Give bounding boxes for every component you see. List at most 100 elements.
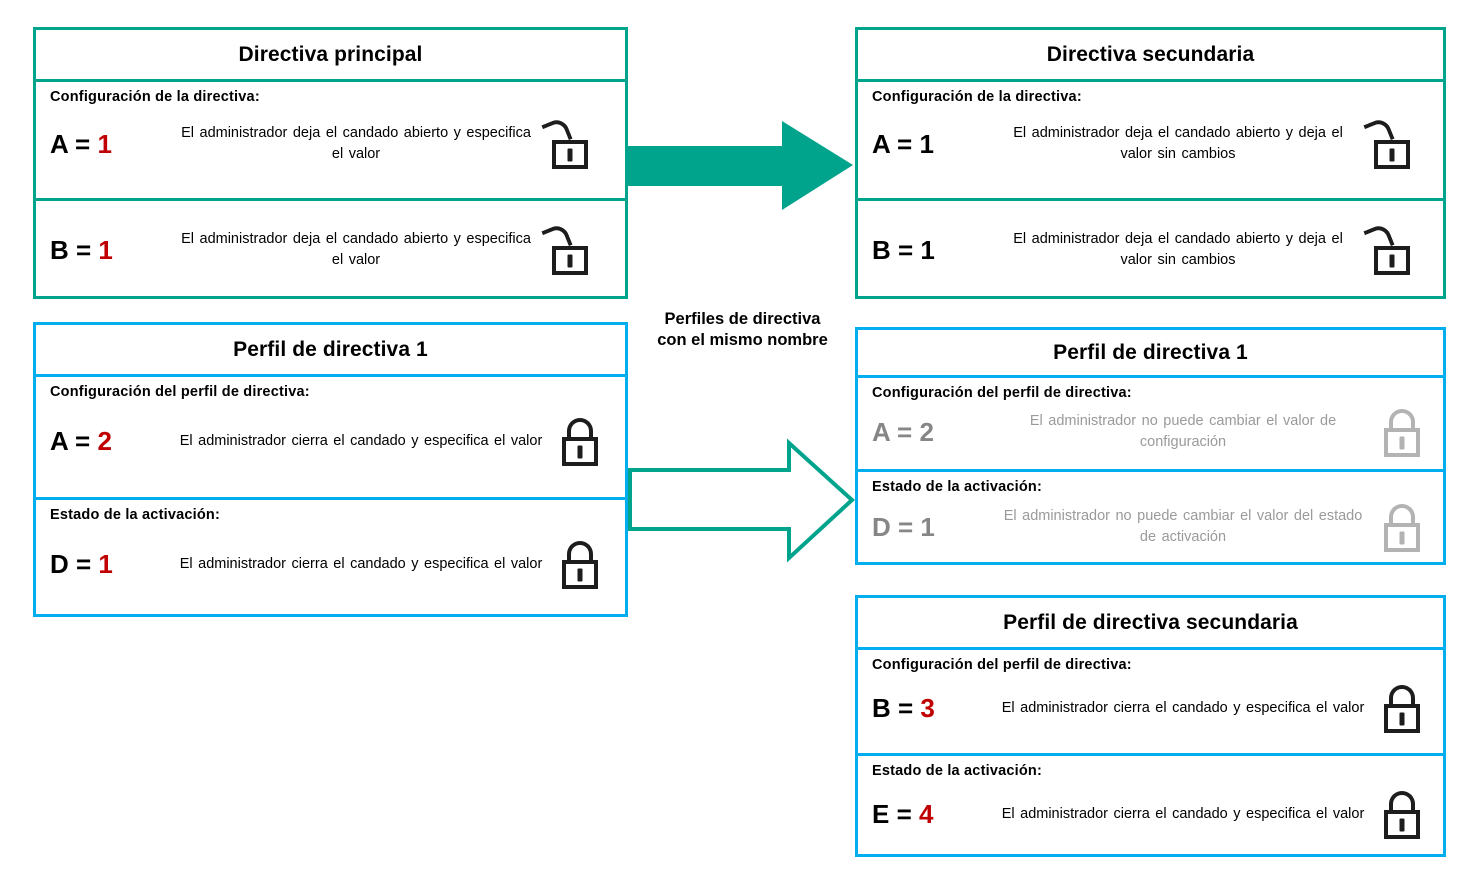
setting-description: El administrador deja el candado abierto… [1013,231,1343,268]
setting-description: El administrador deja el candado abierto… [181,231,531,268]
setting-value: 4 [918,798,934,829]
setting-key-value: B = 1 [872,235,992,266]
setting-row: A = 2 El administrador cierra el candado… [50,402,615,480]
closed-lock-icon [1380,407,1424,457]
setting-key: E = [872,798,919,829]
setting-key-value: A = 2 [872,417,992,448]
section-label: Configuración del perfil de directiva: [50,384,310,400]
section-label: Estado de la activación: [50,507,220,523]
lock-slot [1374,407,1430,457]
setting-key: B = [872,692,921,723]
lock-slot [541,116,598,169]
setting-key-value: B = 3 [872,693,992,724]
lock-slot [1374,789,1430,839]
setting-value: 2 [97,425,112,456]
section-label: Configuración del perfil de directiva: [872,385,1132,401]
setting-key-value: B = 1 [50,235,170,266]
section-profile-config: Configuración del perfil de directiva: A… [36,377,625,497]
setting-value: 1 [919,128,934,159]
setting-value: 3 [920,692,935,723]
setting-row: A = 1 El administrador deja el candado a… [872,107,1433,181]
section-primary-policy-config: Configuración de la directiva: A = 1 El … [36,82,625,198]
section-profile-config-readonly: Configuración del perfil de directiva: A… [858,378,1443,469]
setting-value: 1 [97,128,112,159]
section-secondary-profile-activation: Estado de la activación: E = 4 El admini… [858,753,1443,854]
open-lock-icon [1363,222,1414,275]
section-label: Configuración de la directiva: [872,89,1082,105]
setting-key-value: D = 1 [50,549,170,580]
middle-caption: Perfiles de directiva con el mismo nombr… [657,310,828,350]
setting-row: B = 1 El administrador deja el candado a… [50,208,615,292]
section-primary-policy-b: B = 1 El administrador deja el candado a… [36,198,625,296]
setting-description: El administrador cierra el candado y esp… [1001,805,1365,822]
section-secondary-policy-config: Configuración de la directiva: A = 1 El … [858,82,1443,198]
setting-description: El administrador cierra el candado y esp… [179,555,543,572]
section-profile-activation-readonly: Estado de la activación: D = 1 El admini… [858,469,1443,562]
setting-key: A = [50,128,98,159]
setting-key-value: E = 4 [872,799,992,830]
lock-slot [552,416,608,466]
card-title-secondary-policy-profile: Perfil de directiva secundaria [858,598,1443,650]
setting-row: A = 2 El administrador no puede cambiar … [872,403,1433,461]
lock-slot [1374,502,1430,552]
open-lock-icon [541,116,592,169]
card-title-secondary-policy: Directiva secundaria [858,30,1443,82]
setting-key-value: D = 1 [872,512,992,543]
closed-lock-icon [1380,683,1424,733]
section-label: Configuración del perfil de directiva: [872,657,1132,673]
closed-lock-icon [1380,502,1424,552]
setting-key: A = [50,425,98,456]
card-policy-profile-1-left: Perfil de directiva 1 Configuración del … [33,322,628,617]
setting-key-value: A = 2 [50,426,170,457]
setting-key-value: A = 1 [872,129,992,160]
setting-key: D = [872,511,921,542]
lock-slot [1374,683,1430,733]
closed-lock-icon [1380,789,1424,839]
card-title-policy-profile-1-right: Perfil de directiva 1 [858,330,1443,378]
section-label: Configuración de la directiva: [50,89,260,105]
setting-key: A = [872,416,920,447]
lock-slot [1363,116,1420,169]
open-lock-icon [1363,116,1414,169]
closed-lock-icon [558,539,602,589]
lock-slot [1363,222,1420,275]
lock-slot [552,539,608,589]
setting-description: El administrador deja el candado abierto… [1013,125,1343,162]
section-secondary-profile-config: Configuración del perfil de directiva: B… [858,650,1443,753]
setting-description: El administrador no puede cambiar el val… [1003,508,1363,545]
section-profile-activation: Estado de la activación: D = 1 El admini… [36,497,625,614]
setting-key-value: A = 1 [50,129,170,160]
setting-value: 2 [919,416,934,447]
card-title-primary-policy: Directiva principal [36,30,625,82]
setting-description: El administrador cierra el candado y esp… [179,432,543,449]
setting-row: B = 1 El administrador deja el candado a… [872,208,1433,292]
setting-row: D = 1 El administrador no puede cambiar … [872,497,1433,557]
setting-value: 1 [98,548,113,579]
setting-key: A = [872,128,920,159]
hollow-arrow-profile-to-profile [628,438,855,563]
lock-slot [541,222,598,275]
setting-description: El administrador no puede cambiar el val… [1029,413,1337,450]
setting-value: 1 [920,234,935,265]
setting-row: B = 3 El administrador cierra el candado… [872,675,1433,741]
card-policy-profile-1-right: Perfil de directiva 1 Configuración del … [855,327,1446,565]
section-label: Estado de la activación: [872,479,1042,495]
card-primary-policy: Directiva principal Configuración de la … [33,27,628,299]
card-secondary-policy-profile: Perfil de directiva secundaria Configura… [855,595,1446,857]
setting-value: 1 [98,234,113,265]
setting-row: A = 1 El administrador deja el candado a… [50,107,615,181]
setting-row: D = 1 El administrador cierra el candado… [50,525,615,603]
closed-lock-icon [558,416,602,466]
solid-arrow-primary-to-secondary [628,121,853,210]
setting-key: B = [872,234,921,265]
setting-description: El administrador deja el candado abierto… [181,125,531,162]
section-label: Estado de la activación: [872,763,1042,779]
setting-description: El administrador cierra el candado y esp… [1001,699,1365,716]
card-title-policy-profile-1-left: Perfil de directiva 1 [36,325,625,377]
section-secondary-policy-b: B = 1 El administrador deja el candado a… [858,198,1443,296]
setting-value: 1 [920,511,935,542]
open-lock-icon [541,222,592,275]
setting-key: D = [50,548,99,579]
setting-row: E = 4 El administrador cierra el candado… [872,781,1433,847]
